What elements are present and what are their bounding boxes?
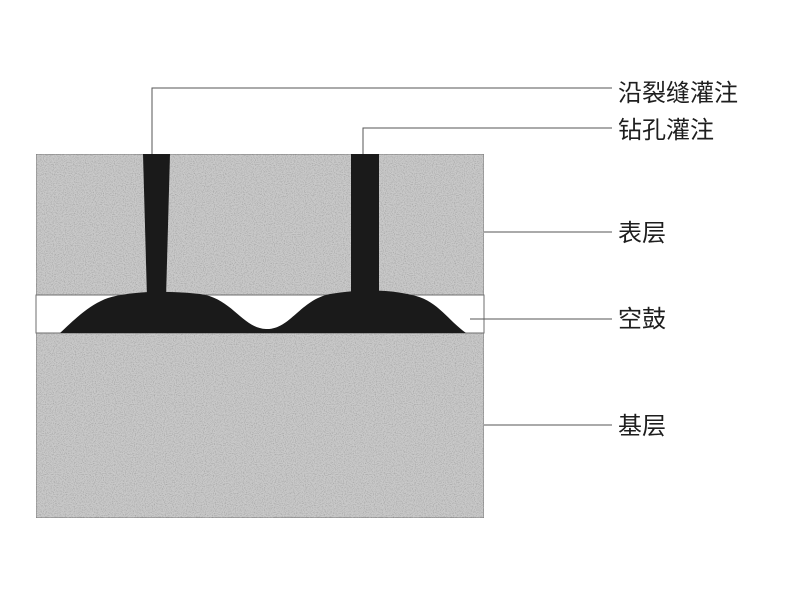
label-drill-grouting: 钻孔灌注 — [618, 116, 714, 144]
label-surface-layer: 表层 — [618, 219, 666, 247]
surface-layer — [35, 153, 485, 296]
crack-grout-channel — [143, 154, 170, 298]
grout-fill — [60, 290, 466, 333]
label-hollow: 空鼓 — [618, 305, 666, 333]
label-crack-grouting: 沿裂缝灌注 — [618, 79, 738, 107]
drill-grout-channel — [351, 154, 379, 298]
leader-line-drill-grouting — [362, 127, 612, 154]
base-layer — [35, 332, 485, 519]
leader-line-crack-grouting — [151, 87, 612, 154]
label-base-layer: 基层 — [618, 412, 666, 440]
